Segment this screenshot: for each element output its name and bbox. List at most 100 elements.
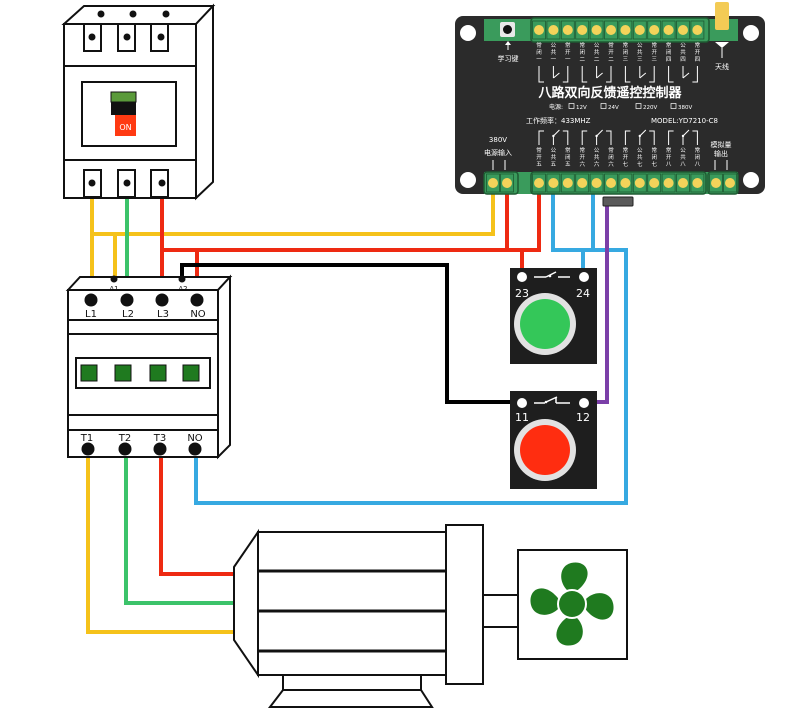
bottom-terminal-screw — [534, 178, 544, 188]
terminal-no-top — [190, 293, 204, 307]
contactor-top-face — [65, 276, 233, 291]
top-channel-label: 常 — [695, 41, 701, 49]
fan-icon — [530, 562, 614, 646]
bottom-channel-label: 五 — [551, 161, 557, 168]
motor-body — [257, 531, 447, 676]
start-terminal-23: 23 — [515, 287, 529, 300]
bottom-channel-label: 六 — [608, 160, 614, 168]
power-option-checkbox[interactable] — [635, 103, 642, 109]
top-channel-label: 三 — [637, 56, 643, 63]
terminal-l1 — [84, 293, 98, 307]
top-channel-label: 三 — [623, 56, 629, 63]
bottom-channel-label: 开 — [666, 154, 672, 161]
top-channel-label: 二 — [579, 57, 585, 63]
wire-red-t3 — [159, 457, 236, 576]
bottom-channel-label: 公 — [637, 148, 643, 154]
top-channel-label: 开 — [651, 49, 657, 56]
bottom-channel-label: 常 — [666, 146, 672, 154]
stop-button[interactable] — [520, 425, 570, 475]
top-channel-label: 共 — [637, 48, 643, 56]
start-button[interactable] — [520, 299, 570, 349]
power-option-label: 380V — [678, 105, 692, 111]
top-channel-label: 常 — [565, 41, 571, 49]
bottom-terminal-screw — [577, 178, 588, 188]
label-t3: T3 — [153, 433, 166, 444]
bottom-channel-label: 共 — [551, 153, 557, 161]
bottom-terminal-screw — [620, 178, 631, 188]
bottom-channel-label: 公 — [594, 148, 600, 154]
breaker-on-label: ON — [119, 123, 131, 132]
top-channel-label: 四 — [680, 56, 686, 63]
contactor-side-face — [217, 274, 231, 460]
wire-yellow-t1 — [86, 457, 236, 634]
relay-symbol — [581, 78, 588, 83]
bottom-channel-label: 八 — [695, 162, 701, 168]
start-button-module: 23 24 — [510, 268, 597, 364]
bottom-channel-label: 常 — [623, 146, 629, 154]
bottom-channel-label: 闭 — [651, 153, 657, 161]
bottom-channel-label: 五 — [536, 161, 542, 168]
bottom-channel-label: 七 — [637, 160, 643, 168]
top-channel-label: 常 — [651, 41, 657, 49]
power-input-voltage: 380V — [489, 136, 507, 144]
bottom-terminal-screw — [692, 178, 703, 188]
top-terminal-block — [532, 20, 705, 40]
controller-body — [455, 16, 765, 194]
top-channel-label: 开 — [695, 49, 701, 56]
remote-controller: 学习键 天线 常闭一公共一常开一常闭二公共二常开二常闭三公共三常开三常闭四公共四… — [455, 2, 765, 207]
bottom-terminal-screw — [502, 178, 512, 188]
stop-terminal-12: 12 — [576, 411, 590, 424]
top-channel-label: 共 — [551, 48, 557, 56]
top-channel-label: 闭 — [536, 48, 542, 56]
top-terminal-screw — [562, 25, 573, 35]
bottom-terminal-screw — [725, 178, 735, 188]
breaker-top-face — [61, 5, 216, 25]
stop-button-module: 11 12 — [510, 391, 597, 489]
bottom-channel-label: 共 — [680, 153, 686, 161]
motor — [233, 524, 628, 708]
analog-output-label-2: 输出 — [714, 149, 728, 158]
terminal-l2 — [120, 293, 134, 307]
bottom-terminal-screw — [591, 178, 602, 188]
bottom-terminal-screw — [634, 178, 645, 188]
breaker-handle[interactable] — [110, 91, 137, 103]
learn-key-label: 学习键 — [498, 54, 519, 63]
circuit-breaker: ON — [61, 3, 216, 201]
terminal-no-bottom — [188, 442, 202, 456]
power-option-checkbox[interactable] — [670, 103, 677, 109]
antenna — [715, 2, 729, 30]
terminal-t3 — [153, 442, 167, 456]
power-option-checkbox[interactable] — [568, 103, 575, 109]
bottom-channel-label: 八 — [666, 162, 672, 168]
label-l2: L2 — [122, 309, 134, 320]
bottom-channel-label: 公 — [680, 148, 686, 154]
motor-base — [267, 689, 434, 708]
contactor: A1 A2 L1 L2 L3 NO T1 T2 T3 NO — [65, 274, 233, 460]
terminal-t2 — [118, 442, 132, 456]
breaker-side-face — [195, 3, 214, 201]
bottom-channel-label: 常 — [651, 146, 657, 154]
top-channel-label: 公 — [594, 43, 600, 49]
bottom-channel-label: 七 — [651, 160, 657, 168]
bottom-terminal-screw — [678, 178, 688, 188]
relay-symbol — [538, 78, 544, 83]
bottom-channel-label: 常 — [695, 146, 701, 154]
contactor-indicator-2 — [114, 364, 132, 382]
top-channel-label: 共 — [680, 48, 686, 56]
bottom-terminal-screw — [562, 178, 573, 188]
top-channel-label: 一 — [551, 57, 557, 63]
bottom-channel-label: 闭 — [695, 153, 701, 161]
top-channel-label: 常 — [608, 41, 614, 49]
power-label: 电源: — [549, 103, 563, 111]
label-l3: L3 — [157, 309, 169, 320]
bottom-terminal-screw — [488, 178, 498, 188]
power-option-label: 24V — [608, 105, 619, 111]
bottom-channel-label: 常 — [536, 146, 542, 154]
top-terminal-screw — [534, 25, 544, 35]
top-channel-label: 三 — [651, 56, 657, 63]
power-option-checkbox[interactable] — [600, 103, 607, 109]
bottom-channel-label: 六 — [594, 160, 600, 168]
